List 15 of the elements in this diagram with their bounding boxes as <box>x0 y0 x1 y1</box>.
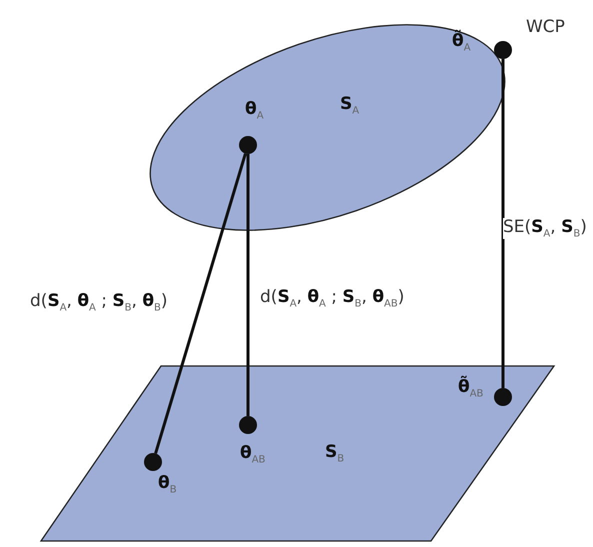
region-label: S$_{B}$ <box>325 443 344 464</box>
connector-line <box>154 153 247 454</box>
edge-label: d(S$_{A}$, θ$_{A}$ ; S$_{B}$, θ$_{B}$) <box>30 292 168 314</box>
point-label: θ$_{B}$ <box>158 474 177 496</box>
connector-line <box>502 59 504 388</box>
edge-label: SE(S$_{A}$, S$_{B}$) <box>503 218 587 240</box>
point-label: θ̃$_{A}$ <box>452 32 471 54</box>
edge-label: d(S$_{A}$, θ$_{A}$ ; S$_{B}$, θ$_{AB}$) <box>260 288 404 310</box>
point-label: θ$_{AB}$ <box>240 444 266 466</box>
region-label: S$_{A}$ <box>340 95 360 116</box>
point-label: WCP <box>526 18 565 37</box>
point-label: θ̃$_{AB}$ <box>458 378 484 400</box>
point-label: θ$_{A}$ <box>245 100 264 122</box>
connector-line <box>246 154 250 416</box>
point-marker <box>494 41 512 59</box>
